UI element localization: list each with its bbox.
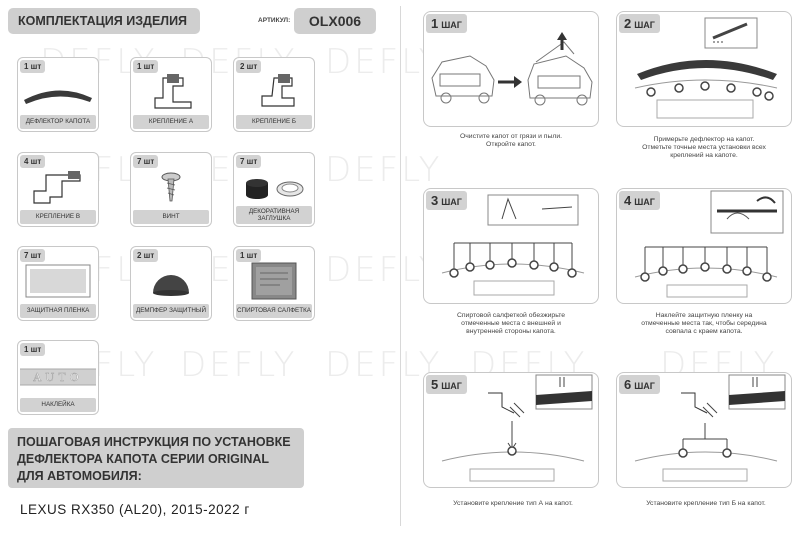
kit-item-protective-film: 7 шт ЗАЩИТНАЯ ПЛЕНКА — [17, 246, 99, 321]
watermark: DEFLY — [325, 150, 443, 190]
instructions-title: ПОШАГОВАЯ ИНСТРУКЦИЯ ПО УСТАНОВКЕ ДЕФЛЕК… — [8, 428, 304, 488]
item-qty: 1 шт — [20, 343, 46, 356]
damper-icon — [153, 275, 189, 296]
install-bracket-a-icon — [441, 374, 593, 482]
apply-film-icon — [634, 190, 784, 298]
bracket-v-icon — [33, 171, 81, 204]
step-2-caption: Примерьте дефлектор на капот. Отметьте т… — [642, 136, 766, 160]
item-label: ДЕМПФЕР ЗАЩИТНЫЙ — [133, 304, 209, 318]
install-bracket-b-icon — [634, 374, 786, 482]
step-4-caption: Наклейте защитную пленку на отмеченные м… — [641, 312, 767, 336]
item-label: ДЕФЛЕКТОР КАПОТА — [20, 115, 96, 129]
item-qty: 1 шт — [133, 60, 159, 73]
kit-item-deflector: 1 шт ДЕФЛЕКТОР КАПОТА — [17, 57, 99, 132]
deflector-fitting-icon — [634, 17, 778, 119]
kit-item-bracket-a: 1 шт КРЕПЛЕНИЕ А — [130, 57, 212, 132]
item-label: ЗАЩИТНАЯ ПЛЕНКА — [20, 304, 96, 318]
item-label: НАКЛЕЙКА — [20, 398, 96, 412]
watermark: DEFLY — [180, 345, 298, 385]
deflector-icon — [24, 90, 92, 104]
kit-item-sticker: 1 шт AUTO НАКЛЕЙКА — [17, 340, 99, 415]
kit-item-alcohol-wipe: 1 шт СПИРТОВАЯ САЛФЕТКА — [233, 246, 315, 321]
item-qty: 2 шт — [236, 60, 262, 73]
sticker-icon: AUTO — [20, 368, 96, 386]
item-label: ВИНТ — [133, 210, 209, 224]
kit-item-cap-plug: 7 шт ДЕКОРАТИВНАЯ ЗАГЛУШКА — [233, 152, 315, 227]
step-1-caption: Очистите капот от грязи и пыли. Откройте… — [459, 133, 563, 149]
protective-film-icon — [25, 264, 91, 298]
alcohol-wipe-icon — [251, 262, 297, 300]
kit-item-screw: 7 шт ВИНТ — [130, 152, 212, 227]
bracket-a-icon — [154, 74, 192, 109]
vehicle-model: LEXUS RX350 (AL20), 2015-2022 г — [20, 502, 250, 517]
kit-item-bracket-v: 4 шт КРЕПЛЕНИЕ В — [17, 152, 99, 227]
item-label: ДЕКОРАТИВНАЯ ЗАГЛУШКА — [236, 205, 312, 224]
cap-plug-icon — [246, 179, 304, 199]
item-qty: 7 шт — [133, 155, 159, 168]
car-hood-open-icon — [431, 32, 593, 106]
kit-item-damper: 2 шт ДЕМПФЕР ЗАЩИТНЫЙ — [130, 246, 212, 321]
item-qty: 4 шт — [20, 155, 46, 168]
bracket-b-icon — [261, 74, 295, 107]
item-label: КРЕПЛЕНИЕ Б — [236, 115, 312, 129]
item-qty: 7 шт — [236, 155, 262, 168]
item-qty: 2 шт — [133, 249, 159, 262]
sticker-text: AUTO — [32, 371, 83, 384]
step-5-caption: Установите крепление тип А на капот. — [453, 500, 573, 507]
kit-title: КОМПЛЕКТАЦИЯ ИЗДЕЛИЯ — [8, 8, 200, 34]
item-label: КРЕПЛЕНИЕ В — [20, 210, 96, 224]
article-label: АРТИКУЛ: — [258, 17, 291, 24]
degrease-hood-icon — [441, 194, 585, 296]
item-qty: 1 шт — [236, 249, 262, 262]
screw-icon — [161, 172, 181, 202]
item-qty: 1 шт — [20, 60, 46, 73]
kit-item-bracket-b: 2 шт КРЕПЛЕНИЕ Б — [233, 57, 315, 132]
column-divider — [400, 6, 401, 526]
item-label: СПИРТОВАЯ САЛФЕТКА — [236, 304, 312, 318]
item-qty: 7 шт — [20, 249, 46, 262]
step-3-caption: Спиртовой салфеткой обезжирьте отмеченны… — [456, 312, 566, 336]
article-code: OLX006 — [294, 8, 376, 34]
item-label: КРЕПЛЕНИЕ А — [133, 115, 209, 129]
step-6-caption: Установите крепление тип Б на капот. — [646, 500, 766, 507]
